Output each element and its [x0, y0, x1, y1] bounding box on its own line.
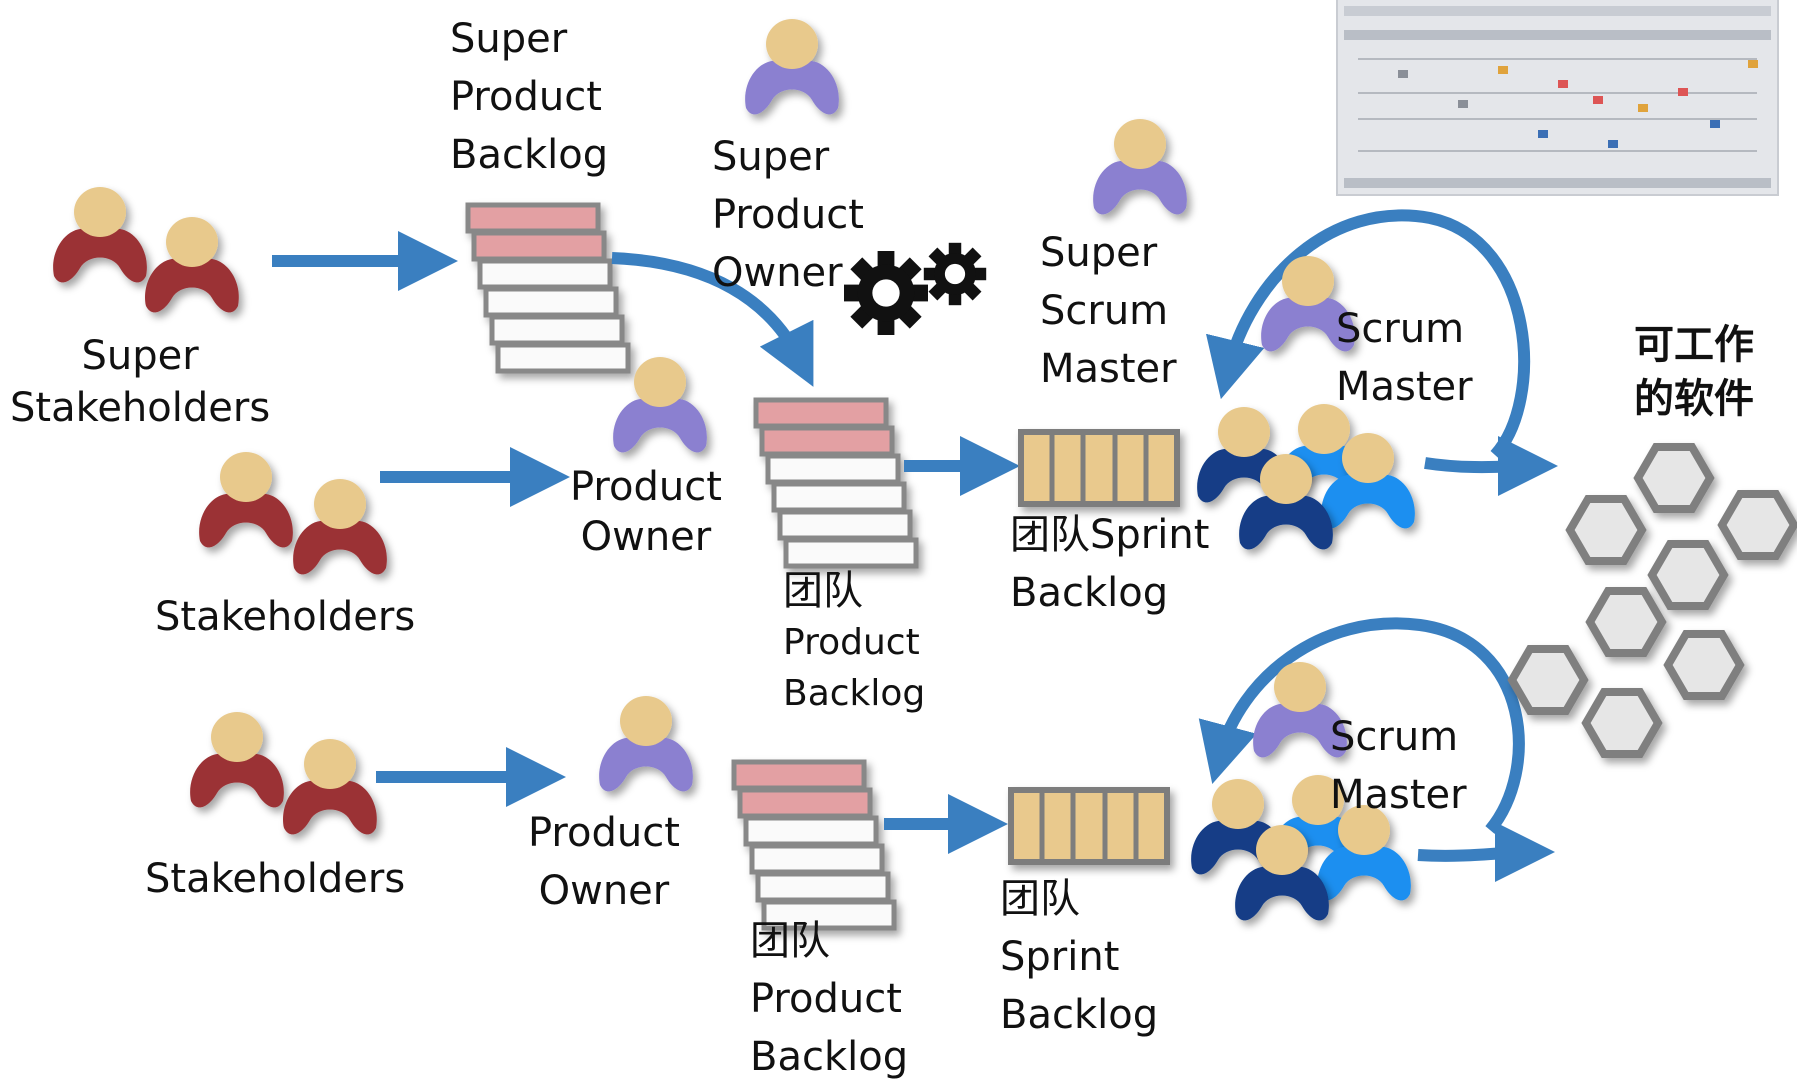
super-product-backlog-stack — [468, 205, 628, 371]
label-line: Product — [528, 810, 680, 856]
super-scrum-master-person — [1093, 119, 1187, 215]
label-scrum-master-top: Scrum Master — [1336, 300, 1473, 416]
label-line: Owner — [580, 514, 712, 560]
arrow-super-backlog-to-team-backlog — [611, 252, 814, 387]
label-line: Scrum — [1330, 714, 1459, 760]
label-line: Owner — [538, 868, 670, 914]
label-line: Product — [783, 622, 920, 663]
label-working-software: 可工作 的软件 — [1634, 318, 1754, 426]
safe-framework-thumbnail — [1336, 0, 1779, 196]
label-line: 团队Sprint — [1010, 512, 1210, 558]
label-line: Super — [712, 134, 830, 180]
label-line: Backlog — [450, 132, 609, 178]
label-line: Owner — [712, 250, 843, 296]
label-line: Product — [750, 976, 902, 1022]
label-line: Super — [81, 333, 199, 379]
working-software-hexagons — [1512, 447, 1794, 754]
label-line: Backlog — [1010, 570, 1169, 616]
arrow-team-to-software-bottom — [1417, 822, 1555, 883]
label-line: 团队 — [750, 918, 830, 964]
label-stakeholders-mid: Stakeholders — [155, 594, 416, 640]
team-sprint-backlog-bottom-box — [1011, 790, 1167, 862]
label-line: Product — [450, 74, 602, 120]
label-line: 团队 — [783, 568, 863, 614]
arrow-scrum-loop-bottom — [1198, 617, 1525, 834]
super-stakeholders-people — [53, 187, 239, 313]
label-product-owner-bottom: Product Owner — [528, 804, 680, 920]
stakeholders-mid-people — [199, 452, 387, 575]
label-line: Sprint — [1000, 934, 1120, 980]
label-line: Stakeholders — [10, 385, 271, 431]
team-sprint-backlog-mid-box — [1021, 432, 1177, 504]
gears-icon — [844, 242, 987, 335]
label-team-sprint-backlog-bottom: 团队 Sprint Backlog — [1000, 870, 1158, 1044]
label-super-product-backlog: Super Product Backlog — [450, 10, 608, 184]
label-line: Scrum — [1040, 288, 1169, 334]
product-owner-bottom-person — [599, 696, 693, 792]
label-line: 团队 — [1000, 876, 1080, 922]
team-product-backlog-mid-stack — [756, 400, 916, 566]
label-line: Master — [1040, 346, 1177, 392]
label-line: Backlog — [783, 673, 926, 714]
label-scrum-master-bottom: Scrum Master — [1330, 708, 1467, 824]
label-line: Product — [712, 192, 864, 238]
super-product-owner-person — [745, 19, 839, 115]
label-line: Master — [1336, 364, 1473, 410]
label-line: Scrum — [1336, 306, 1465, 352]
arrow-scrum-loop-top — [1206, 209, 1531, 460]
label-line: Super — [450, 16, 568, 62]
team-product-backlog-bottom-stack — [734, 762, 894, 928]
label-stakeholders-bottom: Stakeholders — [145, 856, 406, 902]
label-line: 可工作 — [1634, 322, 1754, 368]
label-line: Master — [1330, 772, 1467, 818]
label-super-stakeholders: Super Stakeholders — [10, 330, 270, 434]
label-team-product-backlog-bottom: 团队 Product Backlog — [750, 912, 908, 1086]
arrow-team-to-software-top — [1424, 436, 1558, 497]
label-line: Backlog — [1000, 992, 1159, 1038]
label-team-sprint-backlog-mid: 团队Sprint Backlog — [1010, 506, 1209, 622]
stakeholders-bottom-people — [190, 712, 377, 835]
label-team-product-backlog-mid: 团队 Product Backlog — [783, 566, 925, 719]
label-line: 的软件 — [1634, 376, 1754, 422]
label-line: Product — [570, 464, 722, 510]
label-super-scrum-master: Super Scrum Master — [1040, 224, 1177, 398]
label-line: Backlog — [750, 1034, 909, 1080]
label-product-owner-mid: Product Owner — [570, 462, 722, 562]
label-line: Super — [1040, 230, 1158, 276]
label-super-product-owner: Super Product Owner — [712, 128, 864, 302]
team-mid-people — [1197, 404, 1415, 550]
